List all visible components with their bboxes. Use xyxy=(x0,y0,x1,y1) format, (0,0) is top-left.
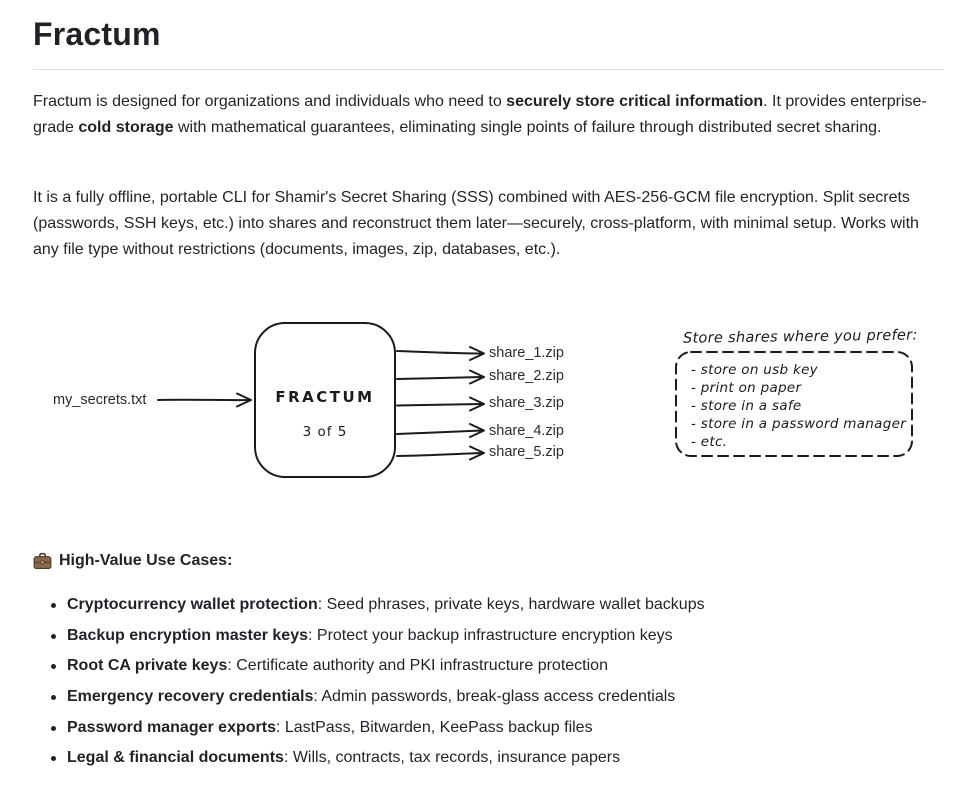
output-arrow-5 xyxy=(396,445,485,461)
diagram-box-subtitle: 3 of 5 xyxy=(302,424,348,440)
usecase-item-backup-keys: Backup encryption master keys: Protect y… xyxy=(33,623,943,649)
intro-p1-bold-cold-storage: cold storage xyxy=(78,119,174,136)
storage-note-item: - store on usb key xyxy=(691,362,818,378)
page-title: Fractum xyxy=(33,16,161,52)
output-arrow-4 xyxy=(396,423,485,438)
usecase-item-password-manager: Password manager exports: LastPass, Bitw… xyxy=(33,715,943,741)
usecase-desc: : Admin passwords, break-glass access cr… xyxy=(313,688,676,706)
storage-note-item: - print on paper xyxy=(691,380,802,396)
share-label-1: share_1.zip xyxy=(489,345,564,361)
intro-p1-text2: . It provides enterprise-grade xyxy=(33,93,927,136)
usecases-heading-text: High-Value Use Cases: xyxy=(59,552,233,569)
storage-note-box xyxy=(675,351,913,457)
output-arrow-2 xyxy=(396,369,485,385)
usecase-term: Root CA private keys xyxy=(67,657,228,675)
usecase-item-root-ca: Root CA private keys: Certificate author… xyxy=(33,653,943,679)
intro-p1-text3: with mathematical guarantees, eliminatin… xyxy=(173,119,882,136)
output-arrow-1 xyxy=(396,346,485,361)
usecase-item-legal: Legal & financial documents: Wills, cont… xyxy=(33,745,943,771)
storage-note-item: - etc. xyxy=(691,434,728,450)
usecase-desc: : Wills, contracts, tax records, insuran… xyxy=(283,749,621,767)
briefcase-icon xyxy=(33,552,52,570)
diagram-canvas xyxy=(157,322,913,478)
diagram-input-label: my_secrets.txt xyxy=(53,392,147,408)
usecase-desc: : Protect your backup infrastructure enc… xyxy=(308,626,673,644)
secret-sharing-diagram: my_secrets.txt FRACTUM 3 of 5 share_1.zi… xyxy=(33,300,943,500)
share-label-3: share_3.zip xyxy=(489,395,564,411)
share-label-4: share_4.zip xyxy=(489,423,564,439)
usecase-item-emergency: Emergency recovery credentials: Admin pa… xyxy=(33,684,943,710)
storage-note-list: - store on usb key - print on paper - st… xyxy=(691,361,906,451)
usecase-list: Cryptocurrency wallet protection: Seed p… xyxy=(33,592,943,776)
intro-paragraph-2: It is a fully offline, portable CLI for … xyxy=(33,189,919,258)
share-label-5: share_5.zip xyxy=(489,444,564,460)
storage-note-item: - store in a password manager xyxy=(691,416,907,432)
usecase-desc: : Certificate authority and PKI infrastr… xyxy=(227,657,608,675)
usecase-desc: : Seed phrases, private keys, hardware w… xyxy=(317,596,705,613)
intro-p1-bold-secure: securely store critical information xyxy=(506,93,764,110)
usecase-term: Legal & financial documents xyxy=(67,749,284,767)
usecase-desc: : LastPass, Bitwarden, KeePass backup fi… xyxy=(275,718,593,736)
usecase-term: Password manager exports xyxy=(67,718,276,736)
intro-paragraph-1: Fractum is designed for organizations an… xyxy=(33,89,941,141)
diagram-box-title: FRACTUM xyxy=(275,388,375,406)
usecases-heading: High-Value Use Cases: xyxy=(33,548,232,574)
intro-p1-text: Fractum is designed for organizations an… xyxy=(33,93,507,110)
title-divider xyxy=(33,69,944,70)
usecase-term: Cryptocurrency wallet protection xyxy=(67,596,318,613)
share-label-2: share_2.zip xyxy=(489,368,564,384)
usecase-item-crypto: Cryptocurrency wallet protection: Seed p… xyxy=(33,592,943,618)
usecase-term: Backup encryption master keys xyxy=(67,626,308,644)
storage-note-item: - store in a safe xyxy=(691,398,802,414)
output-arrow-3 xyxy=(396,396,485,412)
fractum-box xyxy=(254,322,396,478)
input-arrow xyxy=(157,392,252,408)
usecase-term: Emergency recovery credentials xyxy=(67,688,314,706)
